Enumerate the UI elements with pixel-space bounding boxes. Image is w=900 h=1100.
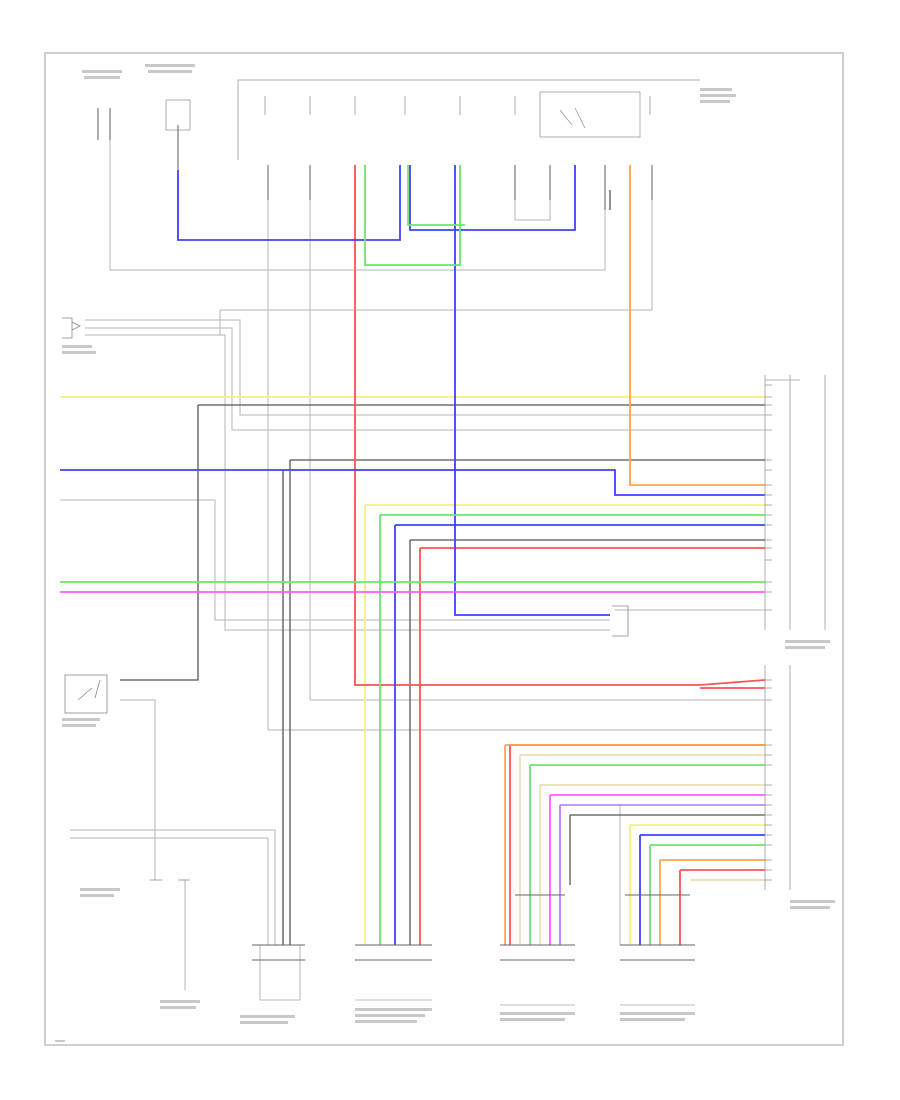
gray-wires	[60, 140, 800, 1001]
blue-wires	[60, 165, 765, 945]
bottom-connectors	[252, 894, 695, 961]
top-bracket	[237, 79, 700, 160]
orange-wires	[504, 165, 765, 945]
switch-contact	[77, 679, 101, 701]
purple-wires	[559, 804, 765, 945]
yellow-wires	[60, 396, 765, 945]
relay-contacts	[559, 107, 586, 129]
top-components	[165, 79, 700, 160]
green-wires	[60, 165, 765, 945]
bottom-labels-lines	[355, 999, 695, 1006]
top-left-stubs	[97, 108, 653, 210]
left-components	[62, 317, 629, 881]
relay-box	[539, 91, 641, 138]
switch-box	[64, 674, 108, 714]
left-ground-connector	[62, 317, 81, 339]
magenta-wires	[60, 591, 765, 945]
label-placeholders	[55, 64, 835, 1042]
light-wires	[519, 754, 765, 945]
right-connector-block	[764, 375, 826, 890]
dark-wires	[120, 190, 765, 945]
right-pin-ticks	[765, 384, 772, 881]
diagram-frame	[44, 52, 844, 1046]
mid-right-connector	[612, 605, 629, 637]
